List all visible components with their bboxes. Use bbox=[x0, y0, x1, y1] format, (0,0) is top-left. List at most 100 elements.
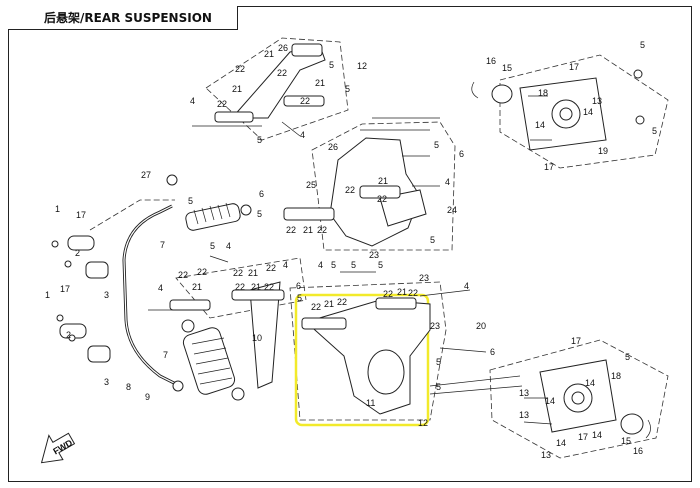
callout-5: 5 bbox=[257, 209, 262, 219]
callout-4: 4 bbox=[464, 281, 469, 291]
callout-18: 18 bbox=[538, 88, 548, 98]
callout-22: 22 bbox=[233, 268, 243, 278]
callout-22: 22 bbox=[408, 288, 418, 298]
callout-17: 17 bbox=[571, 336, 581, 346]
callout-17: 17 bbox=[60, 284, 70, 294]
lower-link bbox=[169, 281, 285, 389]
stabilizer-bar bbox=[122, 174, 184, 392]
callout-14: 14 bbox=[583, 107, 593, 117]
callout-6: 6 bbox=[490, 347, 495, 357]
upper-hub bbox=[471, 69, 645, 151]
callout-1: 1 bbox=[45, 290, 50, 300]
callout-10: 10 bbox=[252, 333, 262, 343]
callout-22: 22 bbox=[235, 64, 245, 74]
callout-3: 3 bbox=[104, 290, 109, 300]
callout-6: 6 bbox=[459, 149, 464, 159]
callout-5: 5 bbox=[351, 260, 356, 270]
callout-7: 7 bbox=[160, 240, 165, 250]
callout-14: 14 bbox=[585, 378, 595, 388]
callout-5: 5 bbox=[436, 357, 441, 367]
callout-22: 22 bbox=[197, 267, 207, 277]
callout-5: 5 bbox=[652, 126, 657, 136]
callout-17: 17 bbox=[578, 432, 588, 442]
callout-21: 21 bbox=[315, 78, 325, 88]
callout-5: 5 bbox=[345, 84, 350, 94]
callout-21: 21 bbox=[397, 287, 407, 297]
callout-26: 26 bbox=[328, 142, 338, 152]
callout-5: 5 bbox=[331, 260, 336, 270]
fwd-arrow: FWD bbox=[40, 432, 76, 464]
bolt-lines bbox=[148, 121, 487, 353]
callout-22: 22 bbox=[377, 194, 387, 204]
callout-2: 2 bbox=[75, 248, 80, 258]
callout-6: 6 bbox=[259, 189, 264, 199]
callout-13: 13 bbox=[541, 450, 551, 460]
callout-13: 13 bbox=[592, 96, 602, 106]
callout-22: 22 bbox=[235, 282, 245, 292]
callout-23: 23 bbox=[369, 250, 379, 260]
callout-5: 5 bbox=[257, 135, 262, 145]
callout-17: 17 bbox=[569, 62, 579, 72]
callout-5: 5 bbox=[329, 60, 334, 70]
title-box bbox=[8, 6, 238, 30]
callout-24: 24 bbox=[447, 205, 457, 215]
callout-22: 22 bbox=[345, 185, 355, 195]
callout-22: 22 bbox=[337, 297, 347, 307]
callout-14: 14 bbox=[556, 438, 566, 448]
callout-21: 21 bbox=[192, 282, 202, 292]
callout-22: 22 bbox=[277, 68, 287, 78]
callout-12: 12 bbox=[418, 418, 428, 428]
callout-22: 22 bbox=[178, 270, 188, 280]
callout-15: 15 bbox=[621, 436, 631, 446]
callout-26: 26 bbox=[278, 43, 288, 53]
callout-21: 21 bbox=[232, 84, 242, 94]
callout-18: 18 bbox=[611, 371, 621, 381]
lower-hub bbox=[429, 359, 651, 439]
callout-13: 13 bbox=[519, 388, 529, 398]
callout-15: 15 bbox=[502, 63, 512, 73]
callout-20: 20 bbox=[476, 321, 486, 331]
callout-13: 13 bbox=[519, 410, 529, 420]
callout-5: 5 bbox=[188, 196, 193, 206]
callout-8: 8 bbox=[126, 382, 131, 392]
lower-shock bbox=[181, 319, 245, 401]
callout-4: 4 bbox=[445, 177, 450, 187]
callout-5: 5 bbox=[436, 382, 441, 392]
callout-2: 2 bbox=[66, 330, 71, 340]
callout-5: 5 bbox=[297, 293, 302, 303]
highlight-box bbox=[294, 293, 430, 427]
callout-9: 9 bbox=[145, 392, 150, 402]
callout-22: 22 bbox=[383, 289, 393, 299]
callout-21: 21 bbox=[248, 268, 258, 278]
callout-23: 23 bbox=[430, 321, 440, 331]
upper-a-arm bbox=[214, 43, 326, 123]
callout-12: 12 bbox=[357, 61, 367, 71]
lower-trailing-arm bbox=[301, 297, 431, 415]
callout-4: 4 bbox=[226, 241, 231, 251]
callout-14: 14 bbox=[545, 396, 555, 406]
callout-11: 11 bbox=[366, 398, 375, 408]
callout-21: 21 bbox=[264, 49, 274, 59]
callout-21: 21 bbox=[251, 282, 261, 292]
callout-4: 4 bbox=[283, 260, 288, 270]
callout-22: 22 bbox=[317, 225, 327, 235]
callout-5: 5 bbox=[378, 260, 383, 270]
callout-21: 21 bbox=[324, 299, 334, 309]
callout-5: 5 bbox=[625, 352, 630, 362]
callout-22: 22 bbox=[264, 282, 274, 292]
upper-carrier bbox=[283, 117, 440, 247]
callout-4: 4 bbox=[158, 283, 163, 293]
callout-4: 4 bbox=[318, 260, 323, 270]
callout-22: 22 bbox=[286, 225, 296, 235]
callout-7: 7 bbox=[163, 350, 168, 360]
callout-3: 3 bbox=[104, 377, 109, 387]
callout-5: 5 bbox=[434, 140, 439, 150]
callout-6: 6 bbox=[296, 281, 301, 291]
callout-25: 25 bbox=[306, 180, 316, 190]
callout-5: 5 bbox=[210, 241, 215, 251]
callout-22: 22 bbox=[266, 263, 276, 273]
callout-27: 27 bbox=[141, 170, 151, 180]
callout-4: 4 bbox=[190, 96, 195, 106]
